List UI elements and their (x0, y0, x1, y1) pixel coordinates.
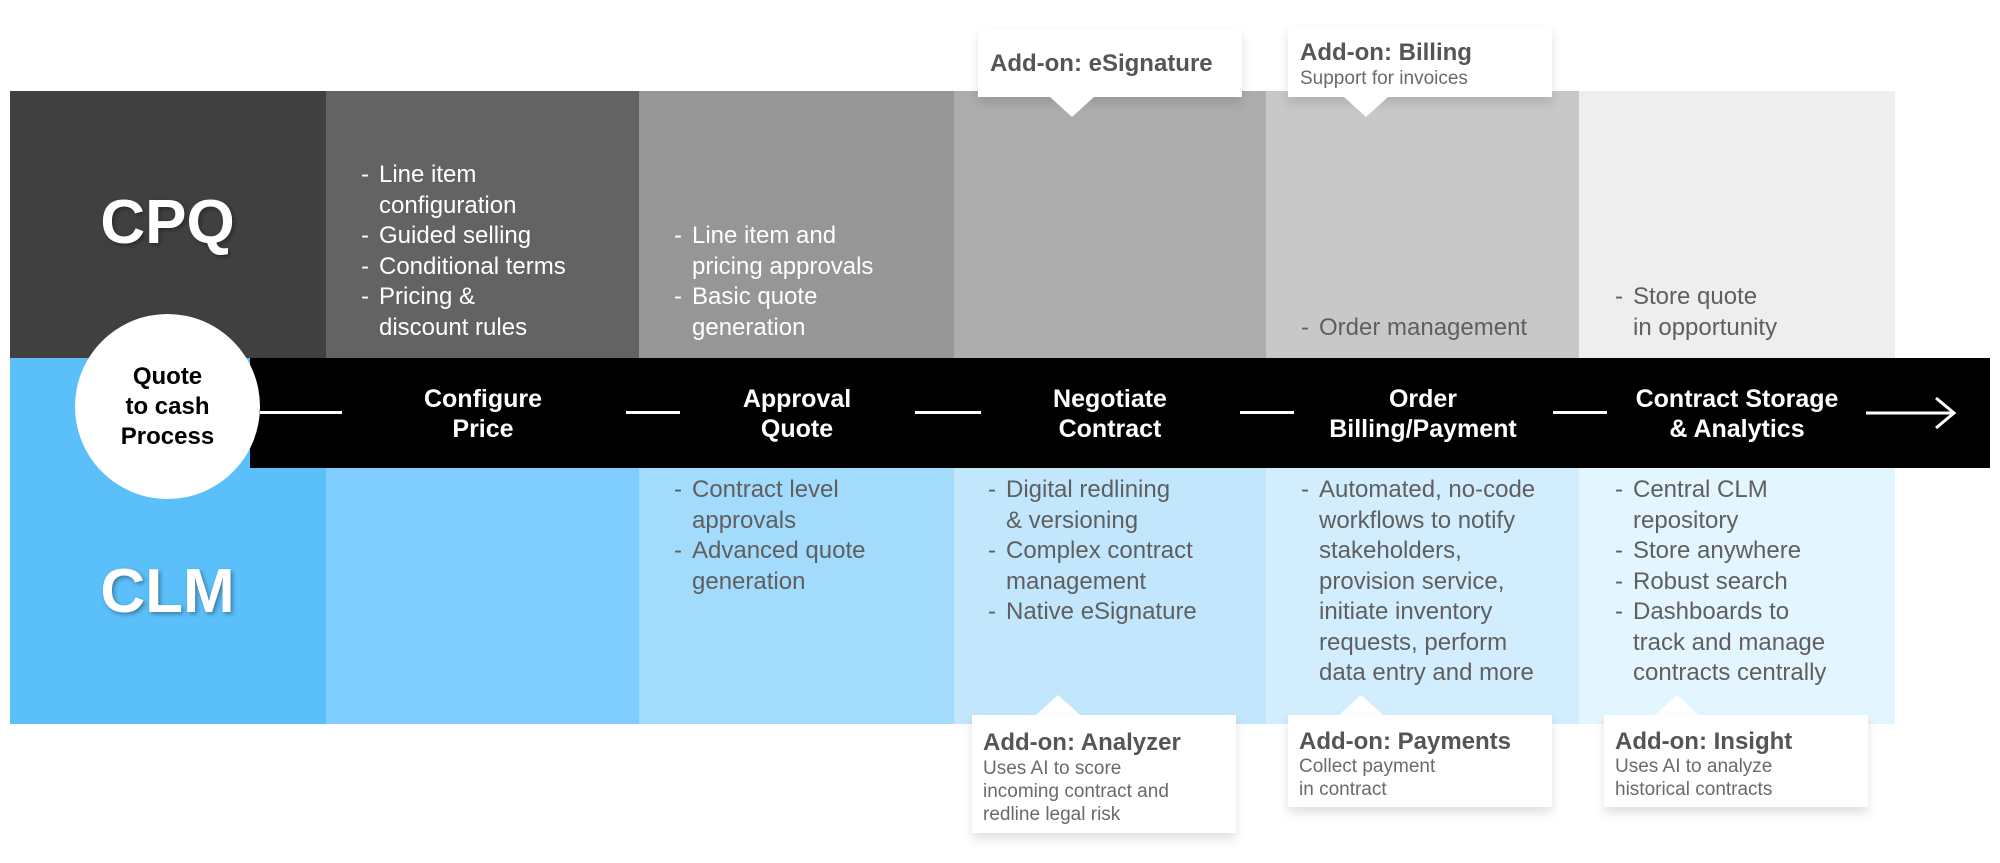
list-item: Contract level approvals (674, 475, 944, 536)
addon-payments-desc: Collect payment in contract (1299, 756, 1436, 800)
connector-5 (1553, 411, 1607, 414)
addon-analyzer-pointer (1036, 695, 1080, 715)
process-band (250, 358, 1990, 468)
list-item: Advanced quote generation (674, 536, 944, 597)
list-item: Digital redlining & versioning (988, 475, 1258, 536)
cpq-row-label: CPQ (100, 188, 235, 257)
addon-analyzer-title: Add-on: Analyzer (983, 729, 1181, 756)
stage-line2: Price (452, 415, 514, 443)
cpq-approval-list: Line item and pricing approvalsBasic quo… (674, 221, 944, 343)
list-item: Line item configuration (361, 160, 631, 221)
addon-analyzer-callout: Add-on: Analyzer Uses AI to score incomi… (972, 715, 1236, 833)
list-item: Basic quote generation (674, 282, 944, 343)
connector-1 (260, 411, 342, 414)
list-item: Store anywhere (1615, 536, 1885, 567)
cpq-column-negotiate (954, 91, 1266, 358)
quote-to-cash-label: Quote to cash Process (120, 362, 215, 450)
cpq-order-list: Order management (1301, 313, 1571, 344)
stage-configure-price: Configure Price (353, 384, 613, 444)
connector-2 (626, 411, 680, 414)
stage-line1: Contract Storage (1635, 385, 1839, 413)
list-item: Central CLM repository (1615, 475, 1885, 536)
stage-line2: Billing/Payment (1329, 415, 1517, 443)
list-item: Store quote in opportunity (1615, 282, 1885, 343)
addon-billing-desc: Support for invoices (1300, 68, 1468, 89)
list-item: Automated, no-code workflows to notify s… (1301, 475, 1571, 689)
list-item: Line item and pricing approvals (674, 221, 944, 282)
connector-4 (1240, 411, 1294, 414)
stage-line1: Approval (742, 385, 852, 413)
stage-line1: Negotiate (1053, 385, 1167, 413)
addon-billing-title: Add-on: Billing (1300, 39, 1472, 66)
stage-line2: Contract (1058, 415, 1162, 443)
clm-negotiate-list: Digital redlining & versioningComplex co… (988, 475, 1258, 628)
clm-order-list: Automated, no-code workflows to notify s… (1301, 475, 1571, 689)
stage-order-billing: Order Billing/Payment (1293, 384, 1553, 444)
connector-3 (915, 411, 981, 414)
cpq-column-label (10, 91, 326, 358)
quote-to-cash-circle: Quote to cash Process (75, 314, 260, 499)
addon-insight-callout: Add-on: Insight Uses AI to analyze histo… (1604, 715, 1868, 807)
stage-line2: & Analytics (1669, 415, 1805, 443)
addon-billing-pointer (1344, 97, 1388, 117)
addon-payments-pointer (1339, 695, 1383, 715)
stage-approval-quote: Approval Quote (667, 384, 927, 444)
addon-billing-callout: Add-on: Billing Support for invoices (1288, 27, 1552, 97)
addon-analyzer-desc: Uses AI to score incoming contract and r… (983, 758, 1169, 825)
stage-line1: Configure (423, 385, 543, 413)
addon-payments-title: Add-on: Payments (1299, 728, 1512, 755)
list-item: Pricing & discount rules (361, 282, 631, 343)
cpq-storage-list: Store quote in opportunity (1615, 282, 1885, 343)
stage-contract-storage: Contract Storage & Analytics (1607, 384, 1867, 444)
clm-storage-list: Central CLM repositoryStore anywhereRobu… (1615, 475, 1885, 689)
cpq-configure-list: Line item configurationGuided sellingCon… (361, 160, 631, 343)
list-item: Robust search (1615, 567, 1885, 598)
addon-esignature-title: Add-on: eSignature (990, 50, 1213, 77)
stage-line2: Quote (760, 415, 834, 443)
addon-esignature-pointer (1050, 97, 1094, 117)
list-item: Native eSignature (988, 597, 1258, 628)
arrow-right-icon (1866, 396, 1957, 430)
list-item: Order management (1301, 313, 1571, 344)
addon-insight-title: Add-on: Insight (1615, 728, 1793, 755)
stage-line1: Order (1388, 385, 1458, 413)
list-item: Complex contract management (988, 536, 1258, 597)
addon-payments-callout: Add-on: Payments Collect payment in cont… (1288, 715, 1552, 807)
addon-esignature-callout: Add-on: eSignature (978, 29, 1242, 97)
addon-insight-pointer (1655, 695, 1699, 715)
list-item: Dashboards to track and manage contracts… (1615, 597, 1885, 689)
clm-row-label: CLM (100, 557, 235, 626)
addon-insight-desc: Uses AI to analyze historical contracts (1615, 756, 1773, 800)
list-item: Guided selling (361, 221, 631, 252)
list-item: Conditional terms (361, 252, 631, 283)
stage-negotiate-contract: Negotiate Contract (980, 384, 1240, 444)
clm-approval-list: Contract level approvalsAdvanced quote g… (674, 475, 944, 597)
